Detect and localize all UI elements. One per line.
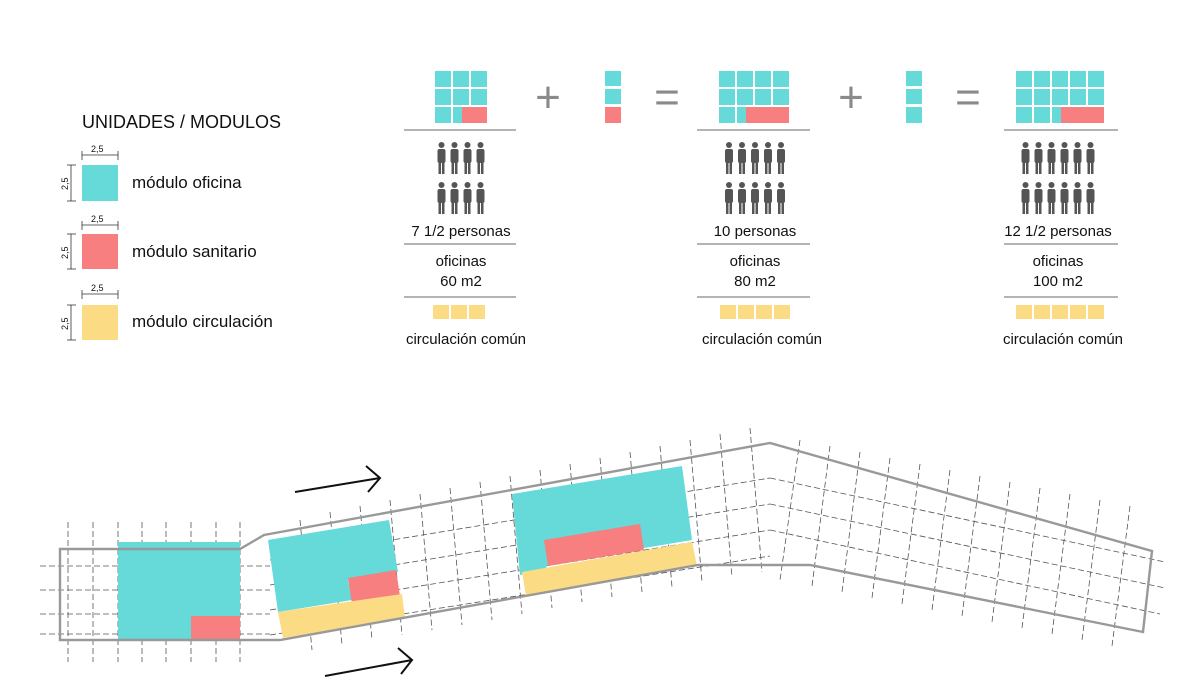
plus-operator: +: [838, 73, 864, 122]
area-label: 100 m2: [1033, 273, 1083, 290]
legend-swatch-circulation: [82, 305, 118, 340]
persons-label: 7 1/2 personas: [411, 223, 510, 240]
person-icon: [1021, 142, 1030, 174]
legend-item-circulation: 2,5 2,5 módulo circulación: [60, 283, 273, 341]
dimension-label: 2,5: [91, 283, 104, 293]
legend-item-office: 2,5 2,5 módulo oficina: [60, 144, 242, 202]
people-icons: [437, 142, 485, 214]
person-icon: [764, 142, 772, 174]
person-icon: [437, 142, 446, 174]
person-icon: [738, 182, 746, 214]
legend-swatch-office: [82, 165, 118, 201]
person-icon: [1021, 182, 1030, 214]
dimension-label: 2,5: [60, 177, 70, 190]
plan-outline: [58, 441, 1154, 642]
added-module-strip: [906, 71, 922, 123]
floor-plan: [40, 427, 1166, 677]
office-grid: [1016, 71, 1104, 123]
legend-swatch-sanitary: [82, 234, 118, 269]
person-icon: [1034, 182, 1043, 214]
legend-title: UNIDADES / MODULOS: [82, 112, 281, 132]
dimension-label: 2,5: [91, 214, 104, 224]
legend-item-sanitary: 2,5 2,5 módulo sanitario: [60, 214, 257, 270]
person-icon: [1047, 142, 1056, 174]
circulation-modules: [433, 305, 485, 319]
person-icon: [1073, 142, 1082, 174]
legend-label-circulation: módulo circulación: [132, 312, 273, 331]
area-label: 60 m2: [440, 273, 482, 290]
person-icon: [437, 182, 446, 214]
persons-label: 10 personas: [714, 223, 797, 240]
person-icon: [450, 182, 459, 214]
plus-operator: +: [535, 73, 561, 122]
person-icon: [463, 182, 472, 214]
office-grid: [719, 71, 789, 123]
legend: UNIDADES / MODULOS 2,5 2,5 módulo oficin…: [60, 112, 281, 341]
person-icon: [1060, 182, 1069, 214]
circulation-modules: [1016, 305, 1104, 319]
person-icon: [725, 182, 733, 214]
arrow-icon: [294, 465, 382, 493]
dimension-label: 2,5: [91, 144, 104, 154]
arrow-icon: [324, 647, 414, 677]
dimension-label: 2,5: [60, 317, 70, 330]
office-block-left: [118, 542, 240, 640]
person-icon: [476, 142, 485, 174]
person-icon: [751, 142, 759, 174]
area-label: 80 m2: [734, 273, 776, 290]
person-icon: [751, 182, 759, 214]
person-icon: [1060, 142, 1069, 174]
office-grid: [435, 71, 487, 123]
person-icon: [1073, 182, 1082, 214]
person-icon: [777, 142, 785, 174]
person-icon: [764, 182, 772, 214]
office-block-right: [512, 466, 697, 596]
legend-label-office: módulo oficina: [132, 173, 242, 192]
person-icon: [450, 142, 459, 174]
person-icon: [1047, 182, 1056, 214]
circulation-label: circulación común: [1003, 331, 1123, 348]
person-icon: [777, 182, 785, 214]
person-icon: [725, 142, 733, 174]
person-icon: [738, 142, 746, 174]
offices-label: oficinas: [730, 253, 781, 270]
person-icon: [463, 142, 472, 174]
column-2: 10 personas oficinas 80 m2 circulación c…: [697, 71, 822, 348]
column-3: 12 1/2 personas oficinas 100 m2 circulac…: [1003, 71, 1123, 348]
equals-operator: =: [955, 73, 981, 122]
circulation-label: circulación común: [406, 331, 526, 348]
persons-label: 12 1/2 personas: [1004, 223, 1112, 240]
people-icons: [725, 142, 785, 214]
person-icon: [476, 182, 485, 214]
people-icons: [1021, 142, 1095, 214]
circulation-label: circulación común: [702, 331, 822, 348]
offices-label: oficinas: [436, 253, 487, 270]
legend-label-sanitary: módulo sanitario: [132, 242, 257, 261]
equals-operator: =: [654, 73, 680, 122]
person-icon: [1086, 142, 1095, 174]
offices-label: oficinas: [1033, 253, 1084, 270]
column-1: 7 1/2 personas oficinas 60 m2 circulació…: [404, 71, 526, 348]
office-block-middle: [268, 520, 405, 638]
added-module-strip: [605, 71, 621, 123]
dimension-label: 2,5: [60, 246, 70, 259]
person-icon: [1034, 142, 1043, 174]
circulation-modules: [720, 305, 790, 319]
person-icon: [1086, 182, 1095, 214]
